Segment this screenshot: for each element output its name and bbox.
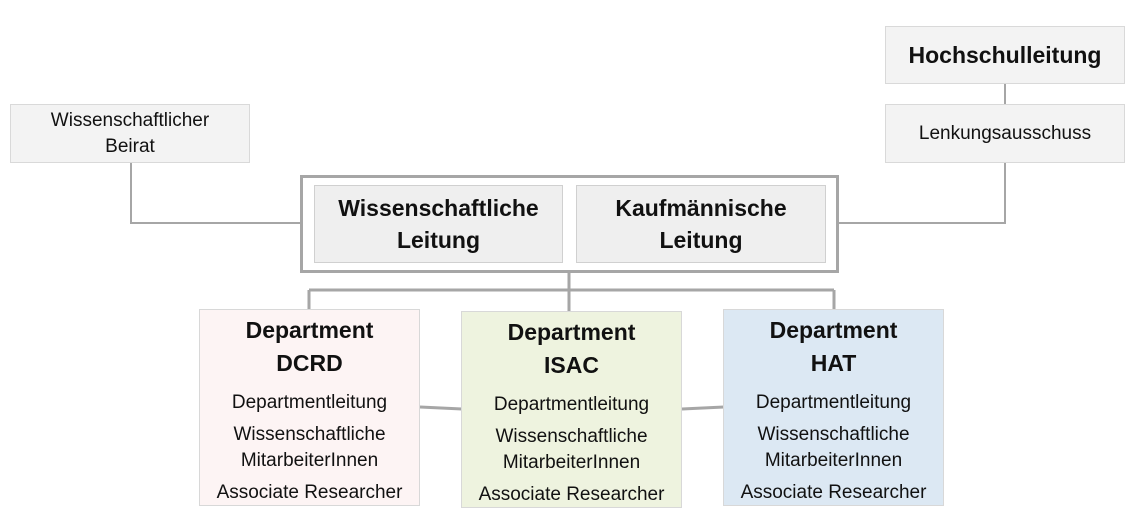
beirat-box: Wissenschaftlicher Beirat <box>10 104 250 163</box>
department-dcrd-box: Department DCRD Departmentleitung Wissen… <box>199 309 420 506</box>
dept-hat-title1: Department <box>769 317 898 343</box>
dept-dcrd-item: MitarbeiterInnen <box>240 450 379 471</box>
department-hat-box: Department HAT Departmentleitung Wissens… <box>723 309 944 506</box>
dept-dcrd-title1: Department <box>245 317 374 343</box>
dept-isac-item: Departmentleitung <box>493 394 650 415</box>
beirat-label-line2: Beirat <box>105 135 155 157</box>
dept-hat-item: Wissenschaftliche <box>757 424 910 445</box>
wiss-leitung-line2: Leitung <box>396 227 481 253</box>
dept-hat-item: MitarbeiterInnen <box>764 450 903 471</box>
dept-dcrd-item: Wissenschaftliche <box>233 424 386 445</box>
department-isac-box: Department ISAC Departmentleitung Wissen… <box>461 311 682 508</box>
dept-isac-item: Associate Researcher <box>478 484 665 505</box>
dept-link-1 <box>419 405 463 411</box>
kauf-leitung-line2: Leitung <box>659 227 743 253</box>
kaufmaennische-leitung-box: Kaufmännische Leitung <box>576 185 826 263</box>
dept-dcrd-item: Departmentleitung <box>231 392 388 413</box>
beirat-label-line1: Wissenschaftlicher <box>50 109 210 131</box>
lenkungsausschuss-box: Lenkungsausschuss <box>885 104 1125 163</box>
dept-hat-item: Associate Researcher <box>740 482 927 503</box>
lenkungsausschuss-label: Lenkungsausschuss <box>918 122 1092 144</box>
wissenschaftliche-leitung-box: Wissenschaftliche Leitung <box>314 185 563 263</box>
wiss-leitung-line1: Wissenschaftliche <box>338 195 539 221</box>
dept-dcrd-item: Associate Researcher <box>216 482 403 503</box>
hochschulleitung-box: Hochschulleitung <box>885 26 1125 84</box>
beirat-connector <box>130 163 302 224</box>
dept-isac-item: MitarbeiterInnen <box>502 452 641 473</box>
lenkung-connector <box>838 163 1006 224</box>
dept-hat-item: Departmentleitung <box>755 392 912 413</box>
dept-link-2 <box>681 405 725 411</box>
dept-isac-item: Wissenschaftliche <box>495 426 648 447</box>
hochschulleitung-label: Hochschulleitung <box>908 42 1102 68</box>
dept-hat-title2: HAT <box>810 350 857 376</box>
dept-isac-title2: ISAC <box>544 352 599 378</box>
kauf-leitung-line1: Kaufmännische <box>615 195 787 221</box>
dept-dcrd-title2: DCRD <box>276 350 343 376</box>
dept-isac-title1: Department <box>507 319 636 345</box>
